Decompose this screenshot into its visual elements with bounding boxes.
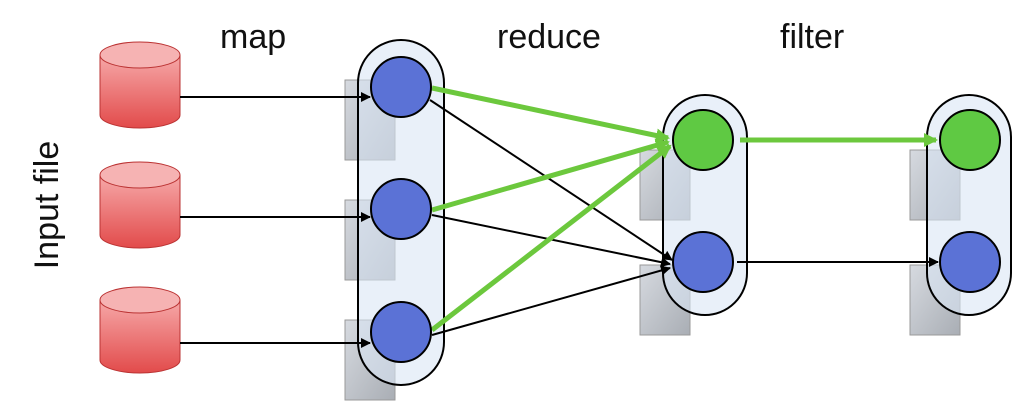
edge-map2-reduce1: [431, 138, 670, 213]
reduce-nodes: [672, 109, 734, 293]
black-edges: [180, 92, 939, 348]
reduce-node-2: [672, 231, 734, 293]
filter-stage-label: filter: [780, 18, 845, 56]
reduce-stage-label: reduce: [497, 18, 601, 56]
filter-node-1: [939, 109, 1001, 171]
filter-node-2: [939, 231, 1001, 293]
edge-map3-reduce1: [430, 144, 672, 332]
map-node-2: [370, 178, 432, 240]
reduce-node-1: [672, 109, 734, 171]
input-cylinder-2: [99, 161, 181, 249]
edge-map3-reduce2: [431, 265, 671, 336]
input-cylinder-1: [99, 41, 181, 129]
input-cylinder-3: [99, 286, 181, 374]
map-stage-label: map: [220, 18, 287, 56]
edge-map1-reduce2: [429, 99, 673, 261]
input-file-label: Input file: [28, 140, 66, 270]
edge-map1-reduce1: [431, 85, 670, 143]
map-node-3: [370, 301, 432, 363]
map-nodes: [370, 56, 432, 363]
map-node-1: [370, 56, 432, 118]
green-edges: [430, 85, 938, 332]
filter-nodes: [939, 109, 1001, 293]
